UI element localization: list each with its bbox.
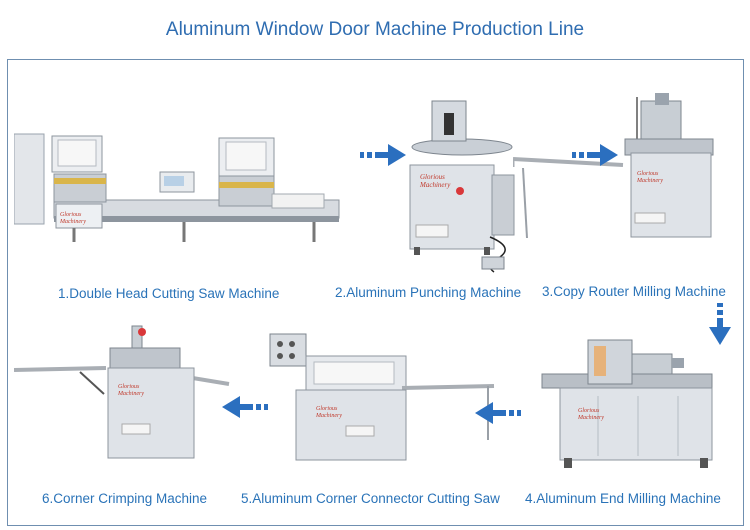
machine-caption-4: 4.Aluminum End Milling Machine — [525, 491, 721, 506]
aluminum-punching-machine-image: Glorious Machinery — [404, 97, 524, 285]
machine-caption-3: 3.Copy Router Milling Machine — [542, 284, 726, 299]
corner-crimping-machine-image: Glorious Machinery — [14, 322, 234, 472]
double-head-cutting-saw-image: Glorious Machinery — [14, 128, 344, 248]
svg-text:Machinery: Machinery — [577, 415, 604, 421]
arrow-left-icon — [220, 396, 268, 418]
svg-text:Machinery: Machinery — [315, 413, 342, 419]
arrow-down-icon — [709, 303, 731, 345]
page-title: Aluminum Window Door Machine Production … — [165, 19, 585, 40]
svg-text:Glorious: Glorious — [637, 171, 659, 177]
arrow-right-icon — [572, 144, 620, 166]
machine-caption-5: 5.Aluminum Corner Connector Cutting Saw — [241, 491, 500, 506]
svg-text:Glorious: Glorious — [60, 212, 82, 218]
svg-text:Glorious: Glorious — [420, 173, 445, 181]
corner-connector-cutting-saw-image: Glorious Machinery — [266, 330, 498, 472]
svg-text:Machinery: Machinery — [419, 181, 451, 189]
svg-text:Glorious: Glorious — [578, 408, 600, 414]
aluminum-end-milling-machine-image: Glorious Machinery — [538, 336, 718, 476]
machine-caption-1: 1.Double Head Cutting Saw Machine — [58, 286, 280, 301]
svg-text:Glorious: Glorious — [118, 384, 140, 390]
machine-caption-6: 6.Corner Crimping Machine — [42, 491, 208, 506]
copy-router-milling-machine-image: Glorious Machinery — [513, 93, 723, 248]
production-line-frame — [7, 59, 744, 526]
svg-text:Machinery: Machinery — [59, 219, 86, 225]
machine-caption-2: 2.Aluminum Punching Machine — [335, 285, 522, 300]
svg-text:Glorious: Glorious — [316, 406, 338, 412]
arrow-right-icon — [360, 144, 408, 166]
svg-text:Machinery: Machinery — [117, 391, 144, 397]
arrow-left-icon — [473, 402, 521, 424]
svg-text:Machinery: Machinery — [636, 178, 663, 184]
